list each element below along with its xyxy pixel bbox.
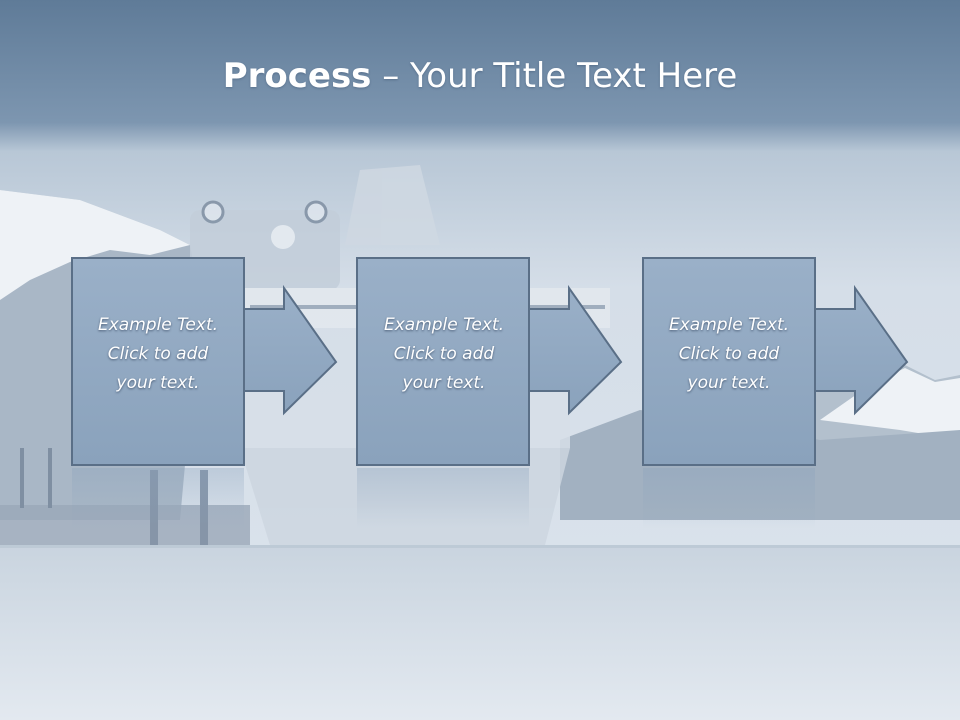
step-2-line-2: Click to add <box>393 343 495 364</box>
process-step-1[interactable] <box>71 257 338 466</box>
step-2-line-3: your text. <box>402 372 486 393</box>
process-step-3[interactable] <box>642 257 909 466</box>
step-1-text[interactable]: Example Text. Click to add your text. <box>72 309 244 399</box>
step-2-text[interactable]: Example Text. Click to add your text. <box>358 309 530 399</box>
step-3-line-2: Click to add <box>678 343 780 364</box>
step-1-line-1: Example Text. <box>97 314 219 335</box>
step-3-line-3: your text. <box>687 372 771 393</box>
step-1-line-3: your text. <box>116 372 200 393</box>
title-rest-part: – Your Title Text Here <box>371 56 738 96</box>
step-1-line-2: Click to add <box>107 343 209 364</box>
process-step-2[interactable] <box>356 257 623 466</box>
step-3-text[interactable]: Example Text. Click to add your text. <box>643 309 815 399</box>
step-3-line-1: Example Text. <box>668 314 790 335</box>
slide-title[interactable]: Process – Your Title Text Here <box>0 52 960 100</box>
step-2-line-1: Example Text. <box>383 314 505 335</box>
title-bold-part: Process <box>222 56 372 96</box>
